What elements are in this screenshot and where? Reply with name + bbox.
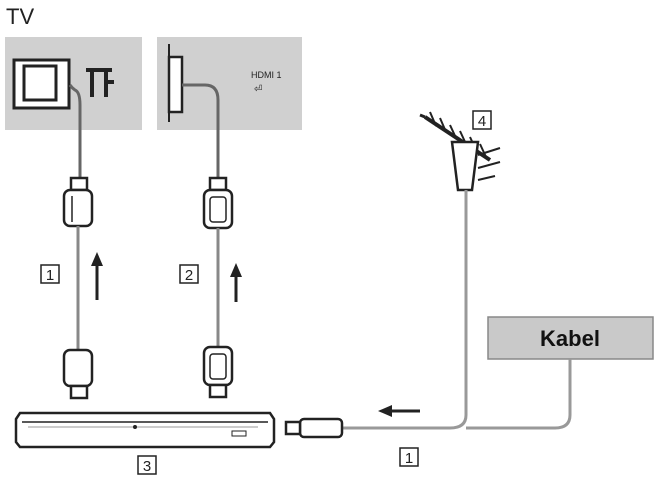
- tv-panel-hdmi: HDMI 1 ⏎: [157, 37, 302, 130]
- antenna-symbol-icon: [86, 68, 114, 97]
- kabel-box: Kabel: [466, 316, 654, 430]
- antenna-cable-tv: [62, 84, 94, 400]
- hdmi-port-label: HDMI 1: [251, 70, 282, 80]
- callout-hdmi-cable: 2: [179, 264, 199, 284]
- antenna: [419, 111, 501, 415]
- kabel-label: Kabel: [540, 326, 600, 351]
- left-arrow-icon: [378, 405, 420, 417]
- hdmi-socket: [167, 55, 184, 114]
- antenna-cable-device: [284, 414, 468, 439]
- device-box: [14, 411, 276, 449]
- tv-title: TV: [6, 4, 34, 29]
- callout-antenna-cable-bottom: 1: [399, 447, 419, 467]
- hdmi-cable: [182, 83, 234, 399]
- tv-panel-antenna: [5, 37, 142, 130]
- svg-text:2: 2: [185, 267, 193, 284]
- callout-device: 3: [137, 455, 157, 475]
- up-arrow-icon: [230, 263, 242, 302]
- svg-text:4: 4: [478, 113, 486, 130]
- up-arrow-icon: [91, 252, 103, 300]
- svg-text:1: 1: [405, 450, 413, 467]
- callout-antenna-cable-left: 1: [40, 264, 60, 284]
- svg-text:1: 1: [46, 267, 54, 284]
- hdmi-input-icon: ⏎: [254, 84, 262, 95]
- callout-antenna: 4: [472, 110, 492, 130]
- svg-text:3: 3: [143, 458, 151, 475]
